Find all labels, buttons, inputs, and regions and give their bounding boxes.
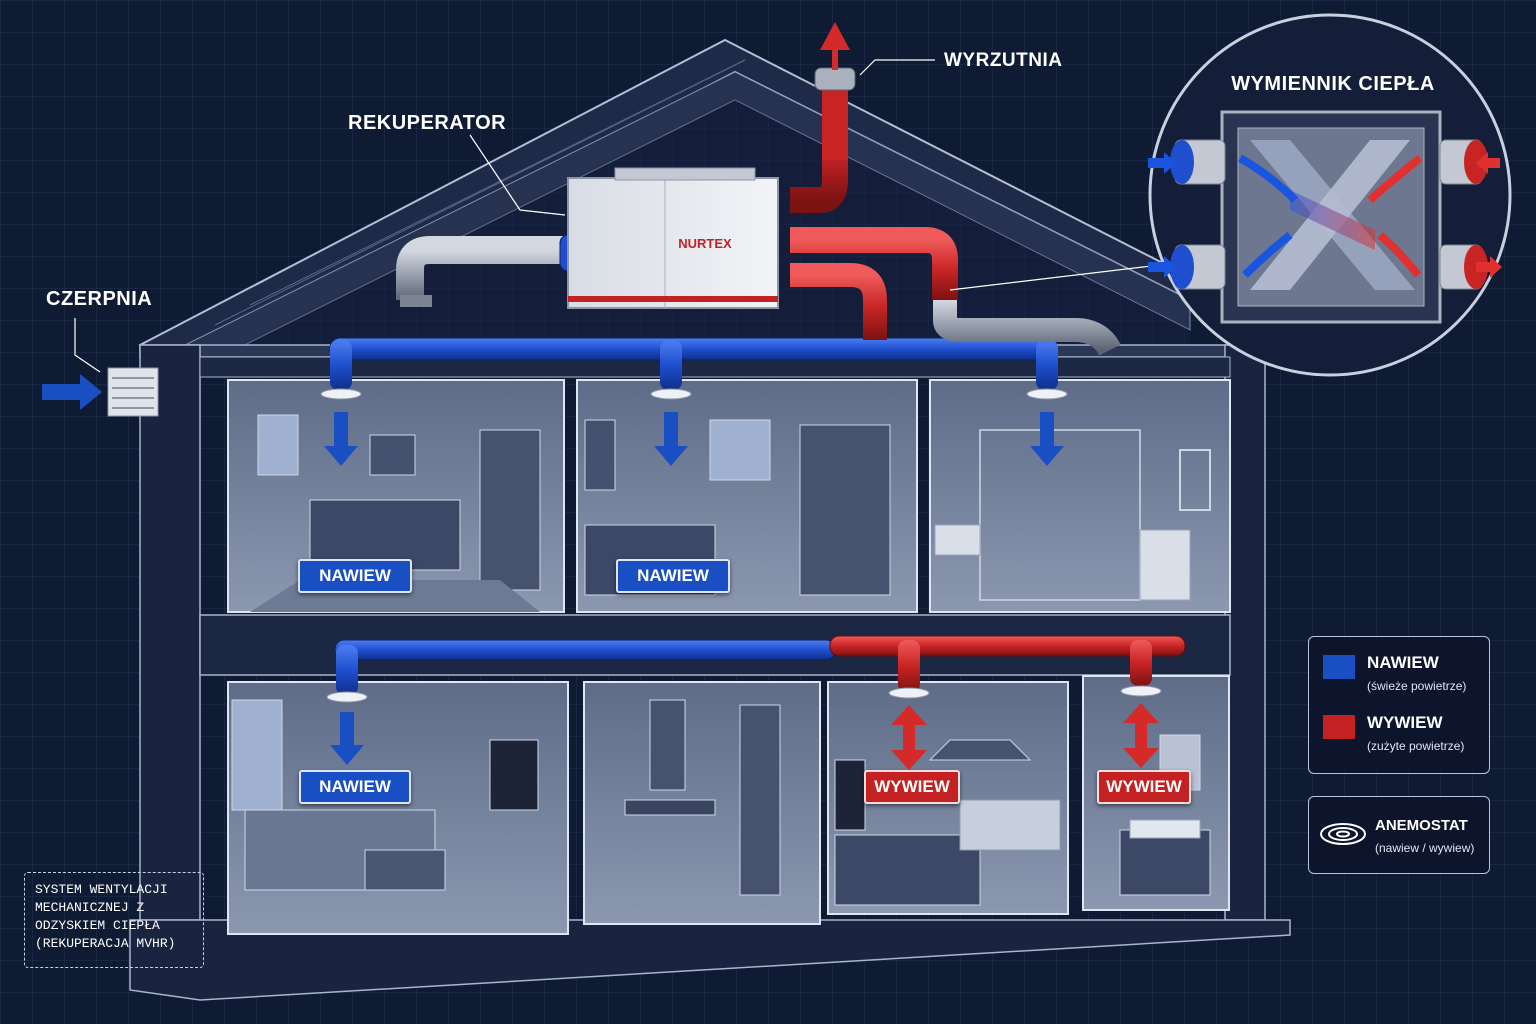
room-tag-kitchen: WYWIEW — [864, 770, 960, 804]
legend-diffuser-subtitle: (nawiew / wywiew) — [1375, 841, 1475, 855]
legend-extract-title: WYWIEW — [1367, 713, 1443, 732]
room-dining — [583, 681, 821, 925]
legend-supply-title: NAWIEW — [1367, 653, 1439, 672]
caption-line-1: SYSTEM WENTYLACJI — [35, 882, 168, 897]
room-tag-bathroom-lower: WYWIEW — [1097, 770, 1191, 804]
wyrzutnia-label: WYRZUTNIA — [944, 50, 1063, 71]
heat-exchanger-inset — [1148, 13, 1512, 377]
legend-flows: NAWIEW (świeże powietrze) WYWIEW (zużyte… — [1308, 636, 1490, 774]
room-living — [227, 681, 569, 935]
rekuperator-label: REKUPERATOR — [348, 112, 507, 134]
legend-diffuser-title: ANEMOSTAT — [1375, 817, 1468, 834]
diffusers — [320, 388, 1162, 703]
unit-brand: NURTEX — [678, 236, 732, 251]
system-caption: SYSTEM WENTYLACJI MECHANICZNEJ Z ODZYSKI… — [24, 872, 204, 968]
room-tag-living: NAWIEW — [299, 770, 411, 804]
exhaust-arrow — [820, 22, 850, 70]
caption-line-4: (REKUPERACJA MVHR) — [35, 936, 176, 951]
diffuser-icon — [1320, 823, 1366, 845]
intake-arrow — [42, 374, 102, 410]
rooms — [227, 379, 1231, 935]
room-tag-bedroom: NAWIEW — [298, 559, 412, 593]
legend-diffuser: ANEMOSTAT (nawiew / wywiew) — [1308, 796, 1490, 874]
leader-lines — [74, 59, 1161, 373]
legend-swatch-supply — [1323, 655, 1355, 679]
heat-exchanger-title: WYMIENNIK CIEPŁA — [1231, 73, 1435, 95]
caption-line-3: ODZYSKIEM CIEPŁA — [35, 918, 160, 933]
czerpnia-grille — [42, 367, 159, 417]
room-tag-guest: NAWIEW — [616, 559, 730, 593]
room-bathroom-lower — [1082, 675, 1230, 911]
caption-line-2: MECHANICZNEJ Z — [35, 900, 145, 915]
flow-arrows — [324, 412, 1159, 770]
legend-extract-subtitle: (zużyte powietrze) — [1367, 739, 1465, 753]
czerpnia-label: CZERPNIA — [46, 288, 153, 310]
room-guest — [576, 379, 918, 613]
legend-supply-subtitle: (świeże powietrze) — [1367, 679, 1467, 693]
room-bathroom-upper — [929, 379, 1231, 613]
rekuperator-unit: NURTEX — [567, 167, 779, 309]
ducts — [329, 67, 1186, 695]
legend-swatch-extract — [1323, 715, 1355, 739]
